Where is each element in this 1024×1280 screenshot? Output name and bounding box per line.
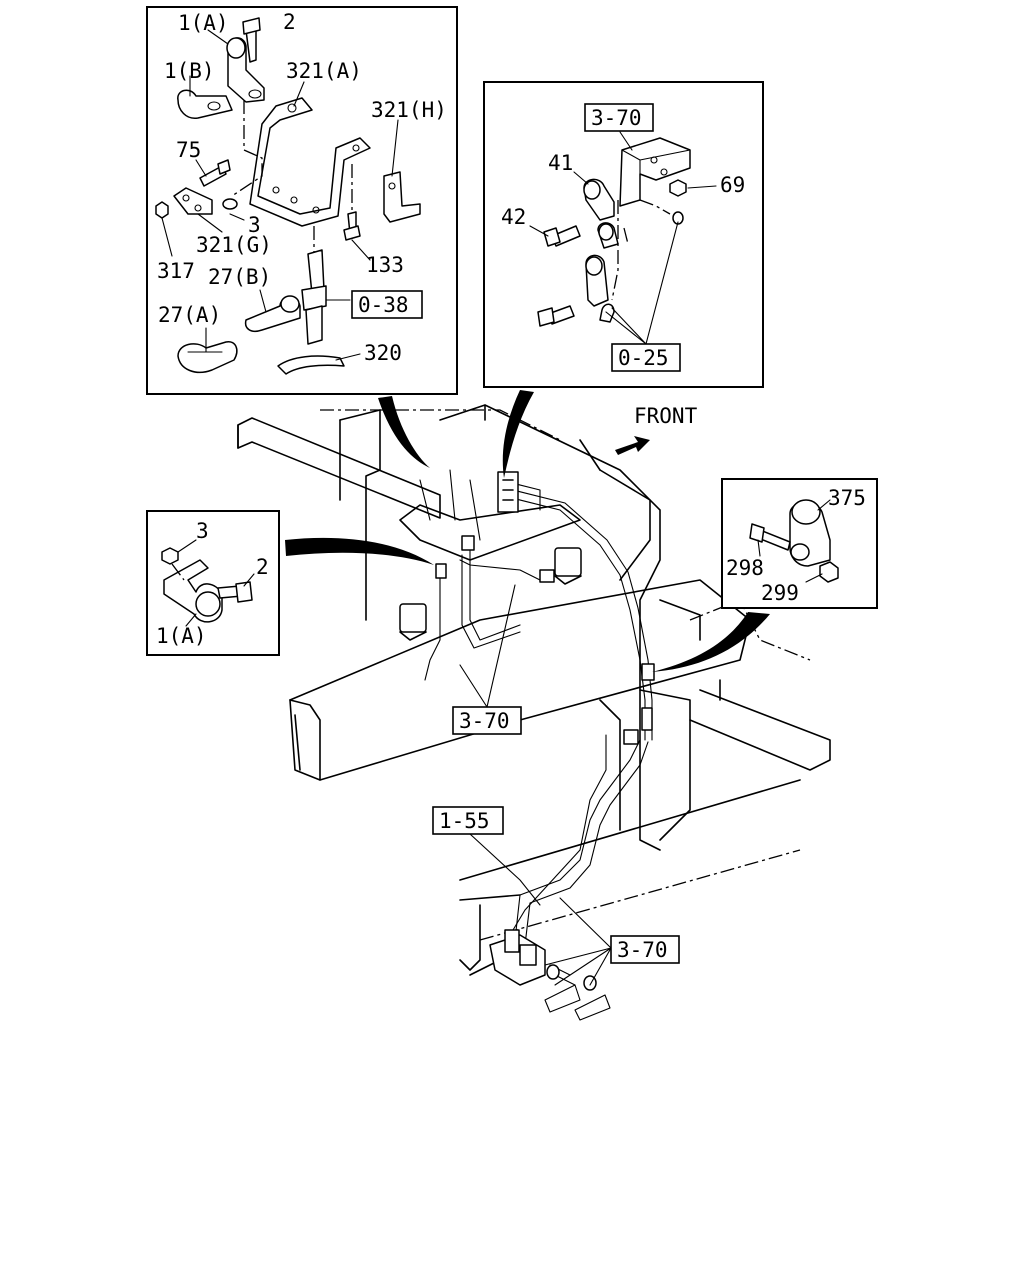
label-3: 3 [248, 213, 261, 237]
label-299: 299 [761, 581, 799, 605]
label-69: 69 [720, 173, 745, 197]
label-41: 41 [548, 151, 573, 175]
inset-top-right: 41 42 69 3-70 0-25 [483, 81, 764, 388]
ref-box-bottom: 3-70 [544, 897, 680, 986]
main-assembly: FRONT 3-70 1-55 3-70 [237, 404, 831, 1021]
svg-text:1-55: 1-55 [439, 809, 490, 833]
pointer-right [652, 612, 770, 672]
inset-right: 375 298 299 [721, 478, 878, 609]
label-321a: 321(A) [286, 59, 362, 83]
inset-left: 3 2 1(A) [146, 510, 280, 656]
label-321g: 321(G) [196, 233, 272, 257]
label-317: 317 [157, 259, 195, 283]
label-42: 42 [501, 205, 526, 229]
ref-box-3-70-top: 3-70 [584, 103, 654, 132]
label-1b: 1(B) [164, 59, 215, 83]
label-2: 2 [283, 10, 296, 34]
label-321h: 321(H) [371, 98, 447, 122]
ref-box-pipe: 1-55 [432, 806, 541, 906]
svg-text:3-70: 3-70 [591, 106, 642, 130]
front-label: FRONT [634, 404, 698, 428]
inset-top-left: 1(A) 2 1(B) 321(A) 321(H) 75 3 321(G) 31… [146, 6, 458, 395]
label-298: 298 [726, 556, 764, 580]
pointer-left [285, 537, 434, 565]
svg-text:0-25: 0-25 [618, 346, 669, 370]
label-3-left: 3 [196, 519, 209, 543]
label-320: 320 [364, 341, 402, 365]
svg-text:3-70: 3-70 [617, 938, 668, 962]
ref-box-0-38: 0-38 [351, 290, 423, 319]
pointer-top-right [502, 390, 534, 478]
front-arrow-icon [615, 436, 650, 455]
ref-box-center: 3-70 [452, 584, 522, 735]
label-27a: 27(A) [158, 303, 221, 327]
label-1a-left: 1(A) [156, 624, 207, 648]
label-2-left: 2 [256, 555, 269, 579]
svg-text:3-70: 3-70 [459, 709, 510, 733]
svg-text:0-38: 0-38 [358, 293, 409, 317]
label-27b: 27(B) [208, 265, 271, 289]
label-375: 375 [828, 486, 866, 510]
pointer-top-left [378, 396, 430, 468]
label-75: 75 [176, 138, 201, 162]
label-1a: 1(A) [178, 11, 229, 35]
label-133: 133 [366, 253, 404, 277]
ref-box-0-25: 0-25 [611, 343, 681, 372]
